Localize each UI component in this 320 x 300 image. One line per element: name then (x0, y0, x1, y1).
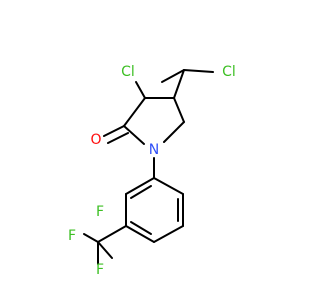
molecule-drawing: Cl Cl O N F F F (68, 64, 236, 278)
bond (173, 97, 185, 123)
structure-canvas: Cl Cl O N F F F (68, 64, 236, 278)
oxygen-atom-label: O (90, 132, 101, 148)
chlorine-atom-label: Cl (121, 64, 135, 80)
bond (161, 69, 185, 83)
bond (103, 125, 125, 137)
bond (130, 221, 152, 235)
chlorine-atom-label: Cl (222, 64, 236, 80)
bond (183, 69, 214, 73)
atom-label-layer: Cl Cl O N F F F (68, 64, 236, 278)
bond (107, 132, 129, 144)
bond (153, 225, 184, 243)
fluorine-atom-label: F (68, 228, 76, 244)
nitrogen-atom-label: N (149, 142, 159, 158)
bond (83, 233, 99, 243)
bond (123, 125, 145, 145)
bond (163, 121, 185, 143)
fluorine-atom-label: F (96, 262, 104, 278)
bond (173, 69, 185, 99)
bond (123, 97, 146, 127)
bond (125, 177, 155, 195)
bond (97, 225, 127, 243)
bond (135, 81, 146, 99)
bond (130, 185, 152, 199)
bond (125, 225, 155, 243)
bond (153, 177, 184, 195)
fluorine-atom-label: F (96, 204, 104, 220)
bond-layer (83, 69, 214, 265)
bond (97, 241, 113, 259)
